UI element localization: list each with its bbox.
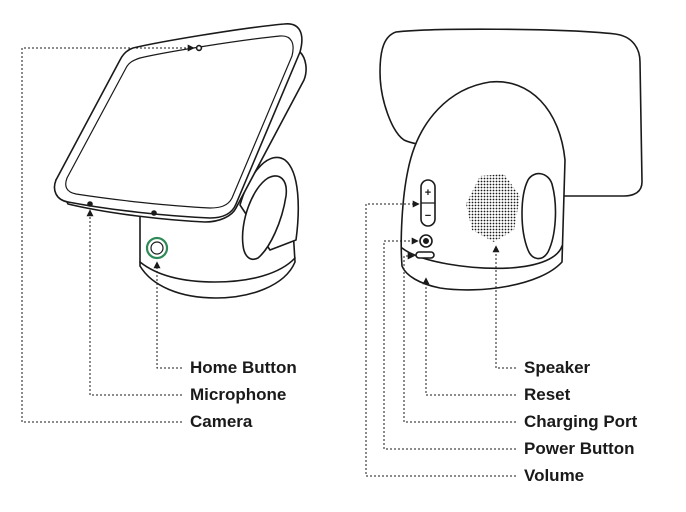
charging-port <box>415 251 435 259</box>
speaker-grille <box>466 174 520 242</box>
back-side-tab <box>521 172 557 260</box>
camera-lens <box>195 44 203 52</box>
speaker-label: Speaker <box>524 358 591 377</box>
reset-label: Reset <box>524 385 571 404</box>
volume-plus-glyph: + <box>425 187 431 199</box>
volume-minus-glyph: − <box>425 210 431 222</box>
front-base-seam <box>139 257 296 283</box>
home-button <box>150 241 164 255</box>
camera-leader <box>21 44 195 423</box>
volume-label: Volume <box>524 466 585 485</box>
speaker-leader <box>492 245 516 369</box>
power-button-label: Power Button <box>524 439 635 458</box>
volume-leader <box>365 200 516 477</box>
front-screen-face <box>53 23 303 219</box>
back-view-device: + − <box>379 28 643 291</box>
microphone-label: Microphone <box>190 385 287 404</box>
front-leader-lines <box>21 44 195 423</box>
power-button-leader <box>383 237 516 450</box>
home-button-label: Home Button <box>190 358 297 377</box>
front-view-device <box>53 23 307 299</box>
charging-port-label: Charging Port <box>524 412 638 431</box>
front-screen-inner <box>65 35 294 209</box>
power-button-dot <box>422 238 429 245</box>
camera-label: Camera <box>190 412 253 431</box>
back-leader-lines <box>365 200 516 477</box>
microphone-hole-2 <box>151 210 157 216</box>
reset-leader <box>422 277 516 396</box>
front-side-tab <box>241 175 288 261</box>
microphone-hole <box>87 201 93 207</box>
home-button-leader <box>153 261 182 369</box>
charging-port-leader <box>403 252 516 423</box>
microphone-leader <box>86 209 182 396</box>
